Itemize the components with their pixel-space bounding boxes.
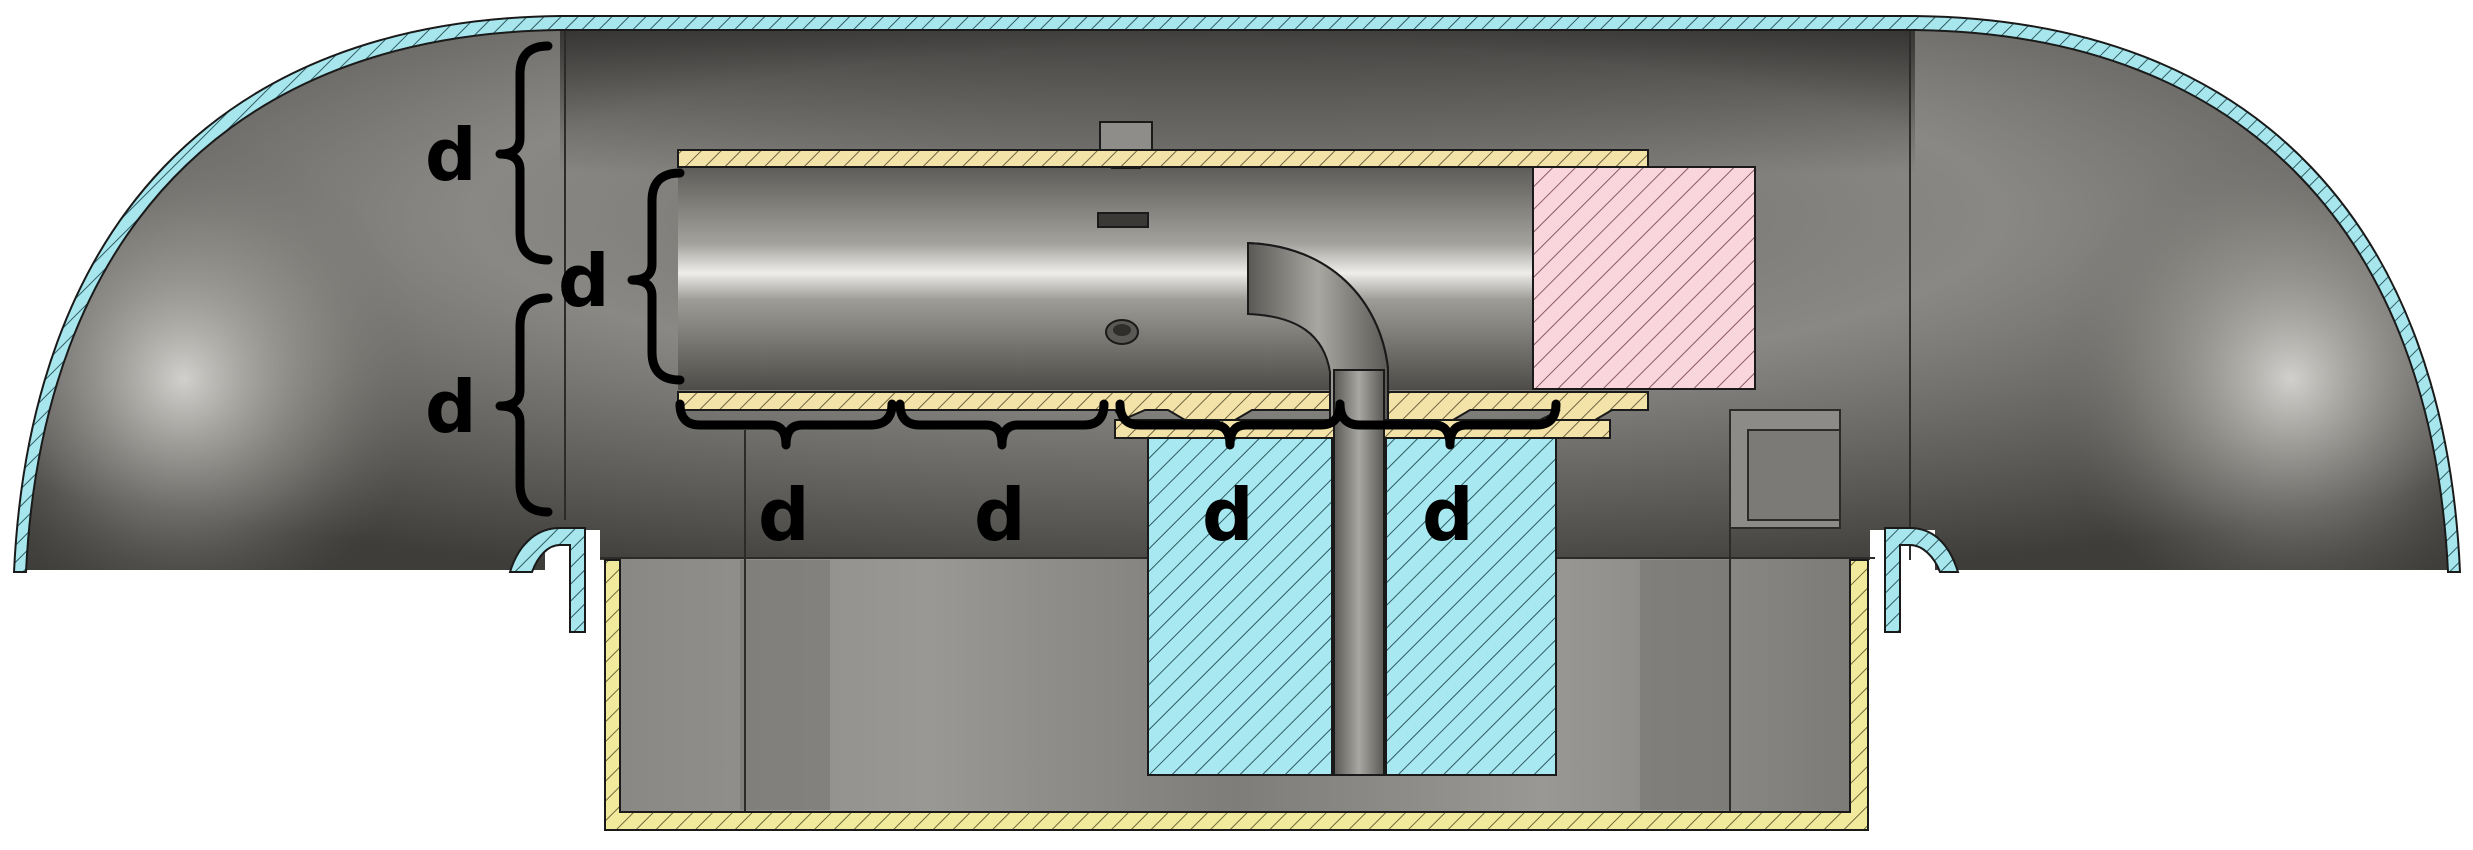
dim-label-bottom-2: d: [974, 473, 1026, 557]
dim-label-tube-height: d: [558, 239, 610, 323]
dome-shell: [12, 15, 2462, 633]
bracket-left-lower: [495, 293, 553, 517]
cyan-block-right: [1385, 437, 1557, 776]
center-pipe: [1333, 369, 1385, 776]
tube-wall-top: [677, 149, 1649, 168]
dim-label-bottom-3: d: [1202, 473, 1254, 557]
bracket-bottom-3: [1115, 399, 1345, 450]
bracket-tube-height: [627, 168, 685, 385]
bracket-left-upper: [495, 41, 553, 265]
bracket-bottom-4: [1335, 399, 1561, 450]
dim-label-bottom-4: d: [1422, 473, 1474, 557]
bracket-bottom-1: [675, 399, 897, 450]
tube-body: [678, 165, 1533, 390]
cyan-block-left: [1147, 437, 1333, 776]
dim-label-left-upper: d: [425, 113, 477, 197]
pink-block: [1532, 166, 1756, 390]
dim-label-bottom-1: d: [758, 473, 810, 557]
side-bracket: [1729, 409, 1841, 529]
dim-label-left-lower: d: [425, 365, 477, 449]
bracket-bottom-2: [895, 399, 1109, 450]
